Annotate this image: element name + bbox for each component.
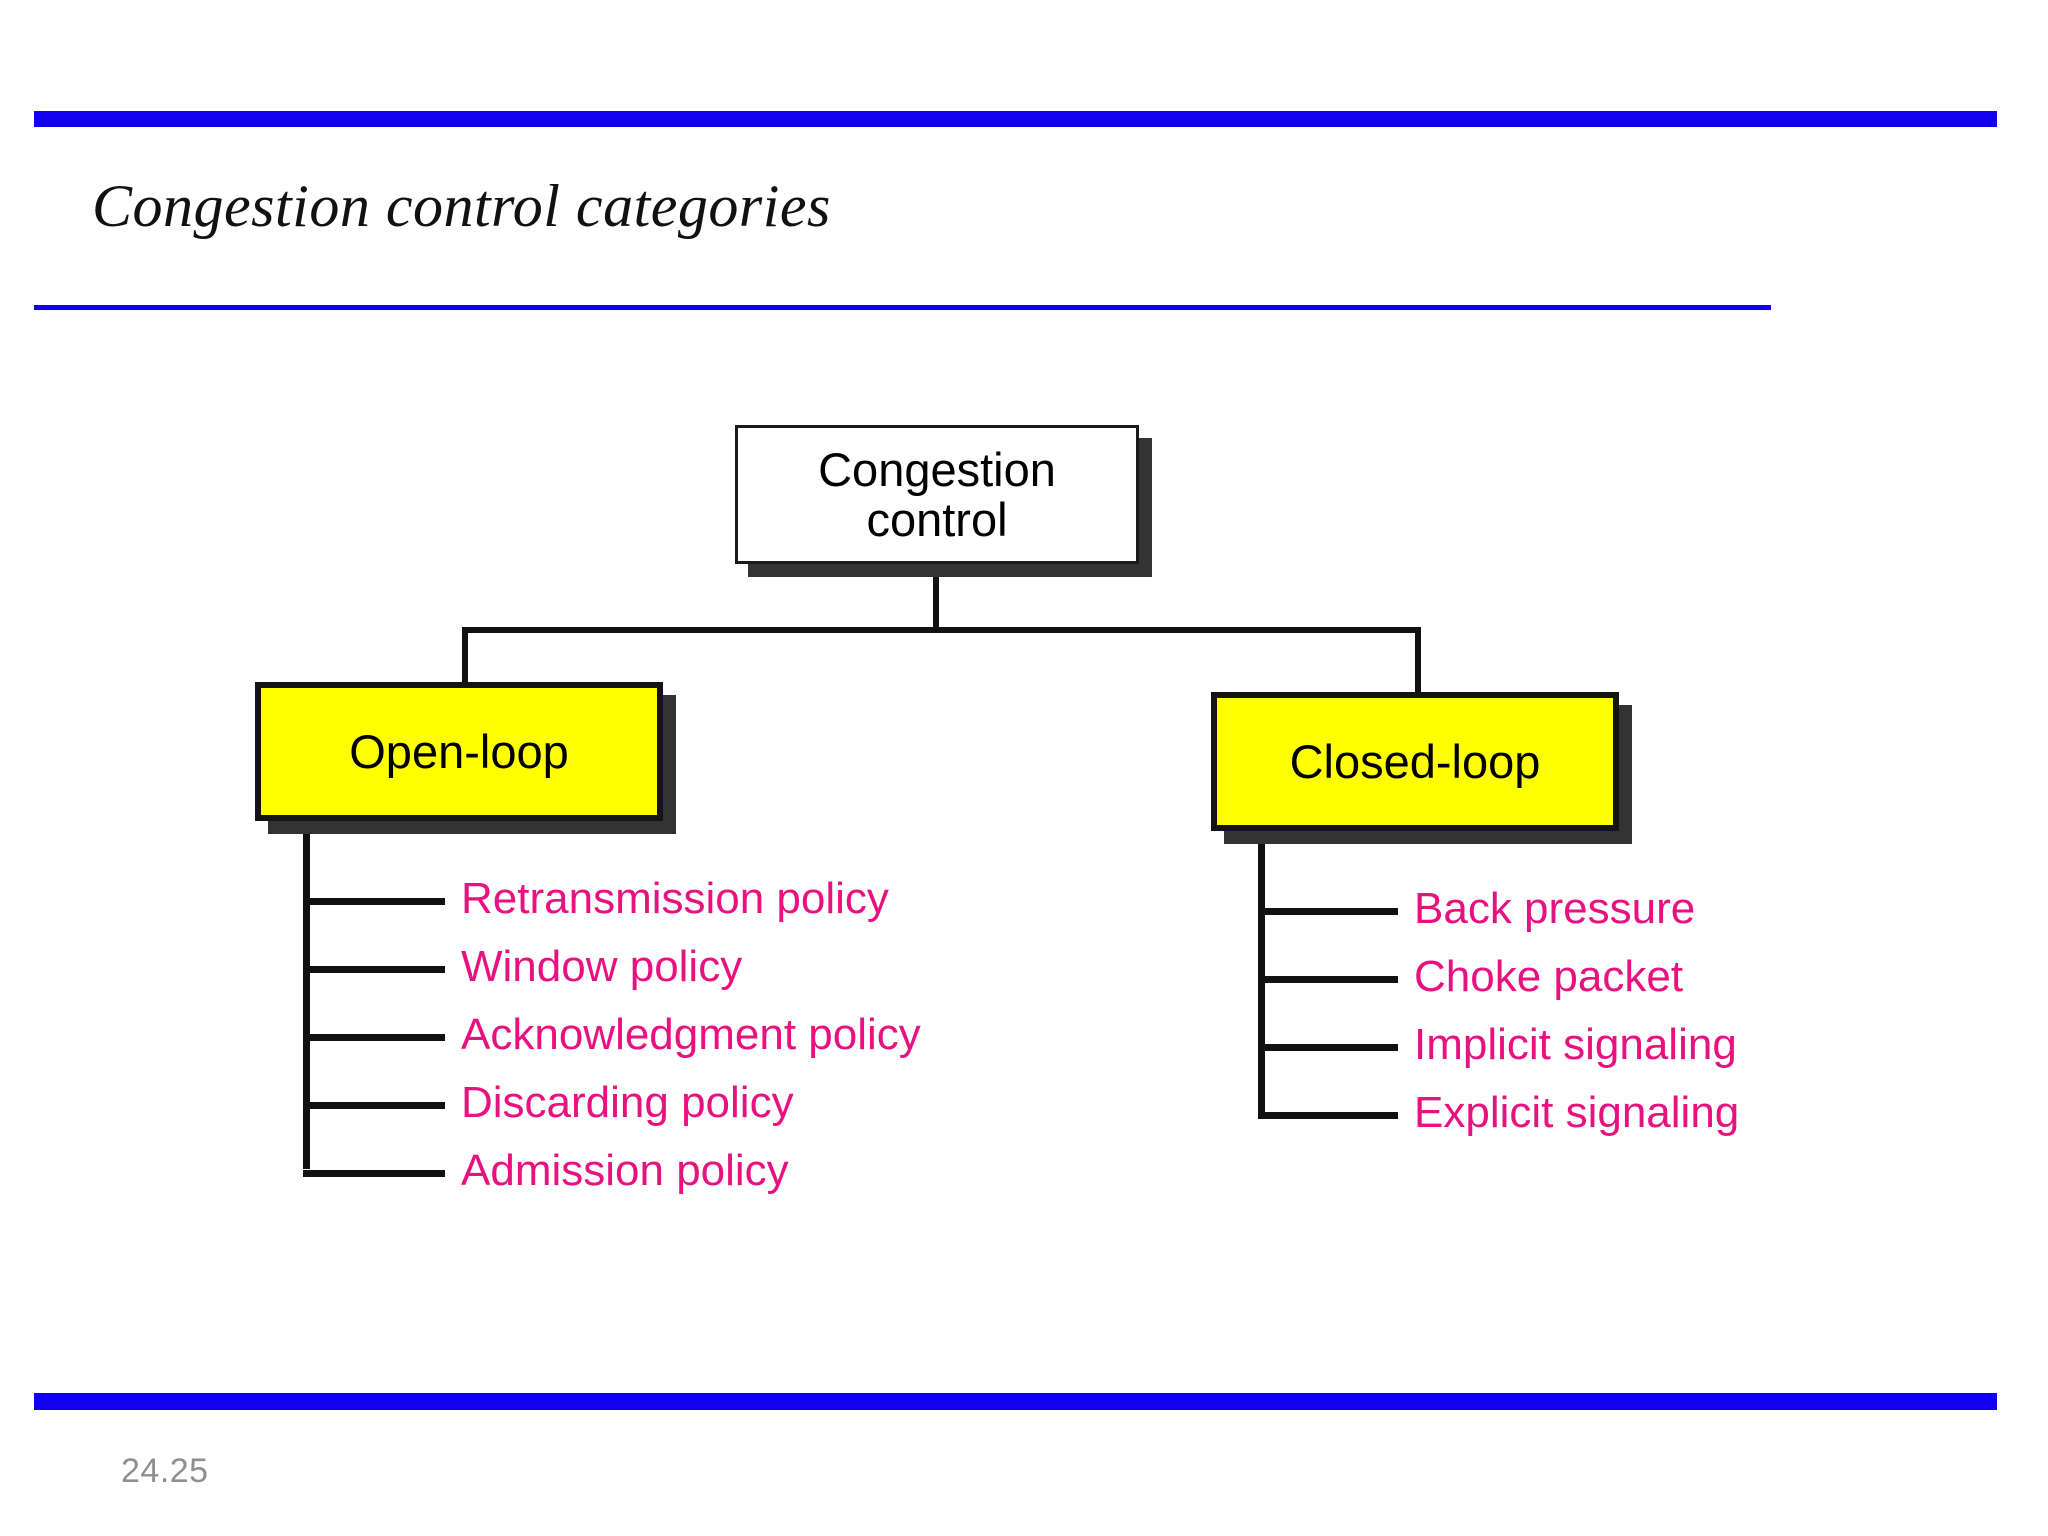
node-label: Congestion control — [818, 442, 1056, 546]
leaf-label: Back pressure — [1414, 884, 1696, 933]
leaf-label: Admission policy — [461, 1146, 789, 1195]
connector-root-stem — [933, 564, 939, 632]
leaf-tick — [1258, 975, 1398, 983]
leaf-label: Retransmission policy — [461, 874, 889, 923]
leaf-label: Discarding policy — [461, 1078, 794, 1127]
node-label: Closed-loop — [1289, 734, 1541, 788]
leaf-tick — [303, 1033, 445, 1041]
page-number: 24.25 — [121, 1452, 209, 1490]
bottom-accent-rule — [34, 1393, 1997, 1410]
leaf-item[interactable]: Back pressure — [1258, 887, 1695, 935]
leaf-tick — [303, 897, 445, 905]
node-face — [255, 682, 663, 821]
leaf-item[interactable]: Choke packet — [1258, 955, 1683, 1003]
node-closed-loop[interactable]: Closed-loop — [1211, 692, 1632, 844]
leaf-item[interactable]: Acknowledgment policy — [303, 1013, 921, 1061]
leaf-tick — [303, 965, 445, 973]
connector-drop-open-loop — [462, 627, 468, 685]
leaf-item[interactable]: Retransmission policy — [303, 877, 889, 925]
leaf-item[interactable]: Explicit signaling — [1258, 1091, 1739, 1139]
leaf-tick — [1258, 1111, 1398, 1119]
leaf-item[interactable]: Discarding policy — [303, 1081, 794, 1129]
leaf-label: Implicit signaling — [1414, 1020, 1737, 1069]
node-open-loop[interactable]: Open-loop — [255, 682, 676, 834]
leaf-tick — [1258, 1043, 1398, 1051]
connector-drop-closed-loop — [1415, 627, 1421, 695]
top-accent-rule — [34, 111, 1997, 127]
node-face — [735, 425, 1139, 564]
connector-horizontal-bar — [462, 627, 1421, 633]
leaf-label: Acknowledgment policy — [461, 1010, 921, 1059]
leaf-item[interactable]: Implicit signaling — [1258, 1023, 1737, 1071]
node-label-line-1: Congestion — [818, 442, 1056, 496]
node-label: Open-loop — [349, 724, 569, 778]
branch-spine-open-loop — [303, 824, 310, 1169]
node-congestion-control[interactable]: Congestion control — [735, 425, 1152, 577]
branch-spine-closed-loop — [1258, 834, 1265, 1112]
node-face — [1211, 692, 1619, 831]
leaf-label: Window policy — [461, 942, 743, 991]
leaf-item[interactable]: Admission policy — [303, 1149, 789, 1197]
leaf-tick — [303, 1169, 445, 1177]
leaf-tick — [303, 1101, 445, 1109]
node-label-line-2: control — [866, 492, 1008, 546]
page-title: Congestion control categories — [92, 173, 831, 239]
leaf-item[interactable]: Window policy — [303, 945, 742, 993]
title-underline-rule — [34, 305, 1771, 310]
leaf-tick — [1258, 907, 1398, 915]
leaf-label: Choke packet — [1414, 952, 1684, 1001]
leaf-label: Explicit signaling — [1414, 1088, 1740, 1137]
